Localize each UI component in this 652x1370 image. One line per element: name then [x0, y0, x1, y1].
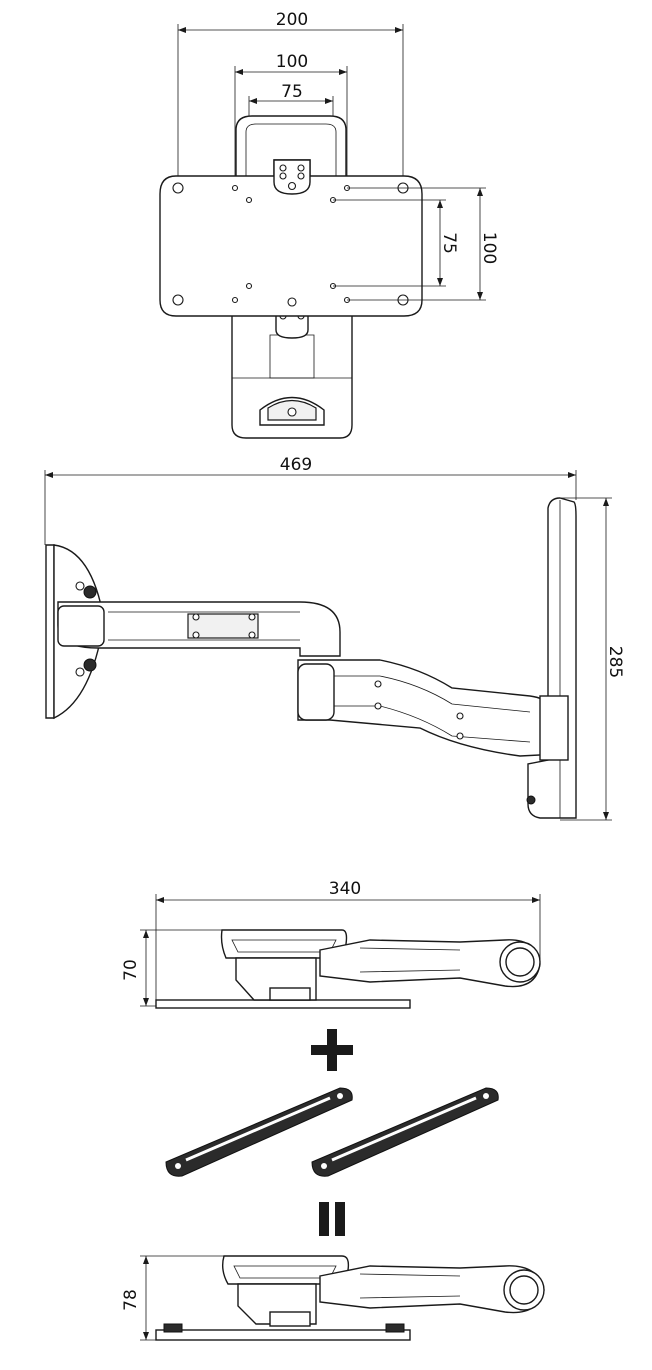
top-handle: [235, 115, 347, 189]
display-mount: [527, 497, 577, 819]
dimension-78-label: 78: [121, 1289, 141, 1311]
dimension-469-label: 469: [280, 455, 312, 475]
dimension-height-100-label: 100: [479, 232, 499, 264]
dimension-70-label: 70: [121, 959, 141, 981]
side-view: 469 285: [44, 455, 625, 821]
dimension-75-label: 75: [281, 82, 303, 102]
extension-bracket-left: [165, 1087, 353, 1177]
vesa-plate: [159, 175, 423, 317]
dimension-height-75-label: 75: [439, 232, 459, 254]
combined-view: 78: [121, 1255, 545, 1341]
top-view: 340 70: [121, 879, 541, 1009]
dimension-200-label: 200: [276, 10, 308, 30]
dimension-285-label: 285: [605, 646, 625, 678]
dimension-285: 285: [560, 497, 625, 821]
hole-200-tl: [172, 182, 184, 194]
dimension-height-100: 100: [347, 187, 499, 301]
dimension-100: 100: [234, 52, 348, 188]
extension-bracket-right: [311, 1087, 499, 1177]
lower-body: [231, 311, 353, 439]
plus-symbol: [311, 1029, 353, 1071]
dimension-340: 340: [155, 879, 541, 1006]
dimension-100-label: 100: [276, 52, 308, 72]
equals-symbol: [319, 1202, 345, 1236]
top-view-wall-plate: [155, 999, 411, 1009]
dimension-200: 200: [177, 10, 404, 188]
dimension-340-label: 340: [329, 879, 361, 899]
dimension-height-75: 75: [333, 199, 459, 287]
wall-plate: [45, 544, 55, 719]
front-view: 200 100 75: [159, 10, 499, 439]
dimension-70: 70: [121, 929, 224, 1007]
dimension-469: 469: [44, 455, 577, 545]
